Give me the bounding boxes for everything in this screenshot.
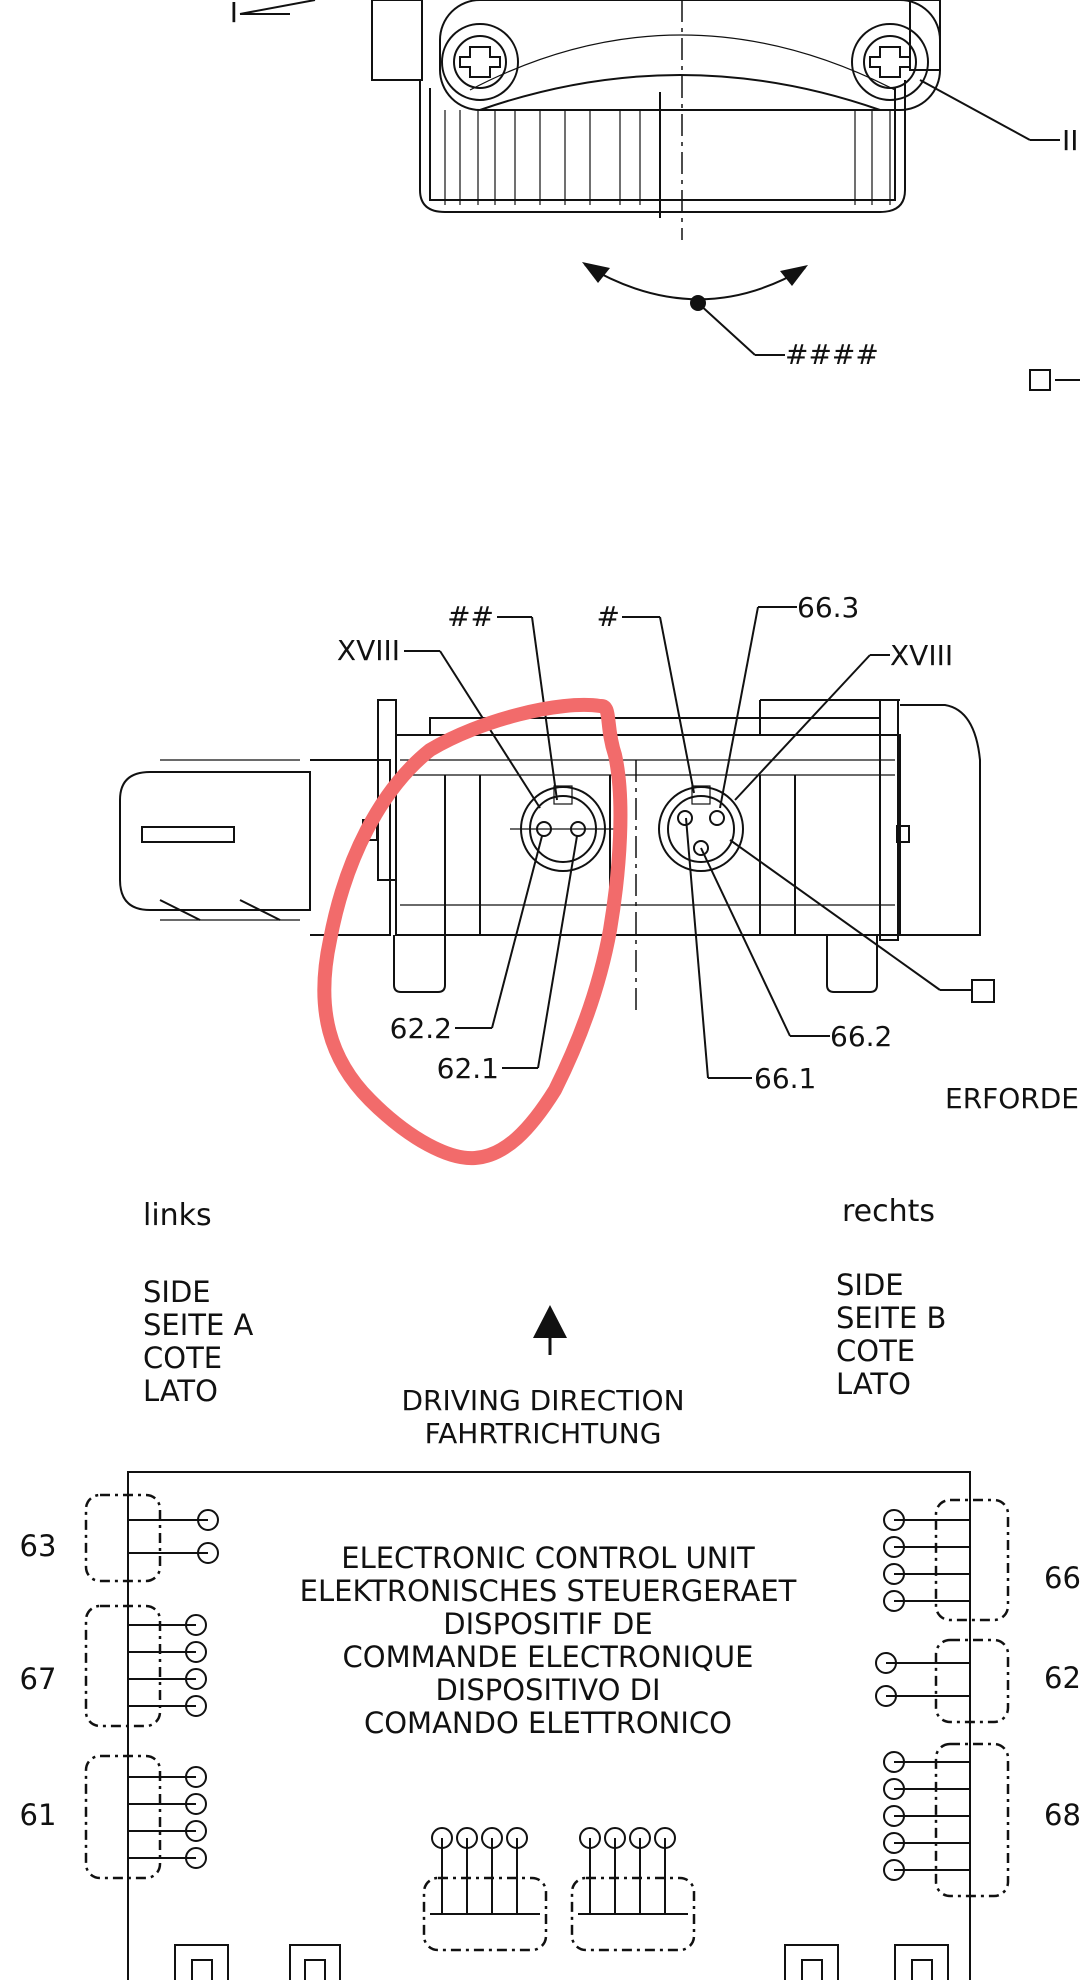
cut-off-text: ERFORDERL: [945, 1082, 1080, 1115]
rotation-arrow-right-icon: [780, 265, 808, 286]
ecu-bottom-tabs: [174, 1944, 949, 1980]
label-ii: II: [1062, 124, 1079, 157]
red-highlight-circle: [317, 697, 628, 1166]
label-xviii-left: XVIII: [337, 634, 400, 667]
square-marker-top: [1029, 369, 1051, 391]
label-rechts: rechts: [842, 1194, 935, 1229]
label-i: I: [230, 0, 238, 29]
connector-67: 67: [20, 1604, 207, 1728]
connector-67-label: 67: [20, 1662, 57, 1696]
label-62-1: 62.1: [437, 1052, 499, 1085]
connector-68: 68: [883, 1742, 1080, 1898]
label-xviii-right: XVIII: [890, 639, 953, 672]
screw-left: [441, 23, 519, 101]
right-side-line-3: COTE: [836, 1334, 915, 1368]
left-side-line-3: COTE: [143, 1341, 222, 1375]
right-side-line-1: SIDE: [836, 1268, 904, 1302]
left-side-line-4: LATO: [143, 1374, 218, 1408]
rotation-label: ####: [785, 338, 879, 371]
right-side-line-4: LATO: [836, 1367, 911, 1401]
ecu-title-line-4: COMMANDE ELECTRONIQUE: [343, 1640, 754, 1674]
top-view: I II: [230, 0, 1080, 391]
square-marker-connector: [971, 979, 995, 1003]
screw-right: [851, 23, 929, 101]
label-66-2: 66.2: [830, 1020, 892, 1053]
ecu-title-line-3: DISPOSITIF DE: [443, 1607, 652, 1641]
right-side-line-2: SEITE B: [836, 1301, 946, 1335]
connector-66-label: 66: [1044, 1561, 1080, 1595]
ecu-title-line-2: ELEKTRONISCHES STEUERGERAET: [300, 1574, 797, 1608]
ecu-schematic: ELECTRONIC CONTROL UNIT ELEKTRONISCHES S…: [20, 1471, 1080, 1980]
ecu-title-line-5: DISPOSITIVO DI: [435, 1673, 660, 1707]
direction-line-1: DRIVING DIRECTION: [401, 1384, 684, 1417]
connector-bottom-left: [422, 1827, 548, 1952]
connector-66-socket: [658, 785, 744, 872]
connector-62: 62: [875, 1638, 1080, 1724]
connector-61: 61: [20, 1754, 207, 1880]
flange-right: [879, 699, 899, 941]
label-hash: #: [597, 600, 620, 633]
connector-61-label: 61: [20, 1798, 57, 1832]
rotation-arrow-left-icon: [582, 262, 610, 283]
connector-63: 63: [20, 1493, 219, 1583]
left-side-line-2: SEITE A: [143, 1308, 254, 1342]
label-62-2: 62.2: [390, 1012, 452, 1045]
ecu-title-line-6: COMANDO ELETTRONICO: [364, 1706, 732, 1740]
label-66-1: 66.1: [754, 1062, 816, 1095]
left-side-line-1: SIDE: [143, 1275, 211, 1309]
connector-view: XVIII ## # 66.3 XVIII 62.2 62.1 66.1 66.…: [119, 591, 1080, 1115]
connector-63-label: 63: [20, 1529, 57, 1563]
label-66-3: 66.3: [797, 591, 859, 624]
label-hash-hash: ##: [447, 600, 494, 633]
direction-line-2: FAHRTRICHTUNG: [425, 1417, 662, 1450]
orientation-block: links SIDE SEITE A COTE LATO rechts SIDE…: [143, 1194, 946, 1450]
connector-66: 66: [883, 1498, 1080, 1622]
ecu-title-line-1: ELECTRONIC CONTROL UNIT: [341, 1541, 755, 1575]
connector-bottom-right: [570, 1827, 696, 1952]
connector-68-label: 68: [1044, 1798, 1080, 1832]
label-links: links: [143, 1198, 212, 1233]
connector-62-label: 62: [1044, 1661, 1080, 1695]
connector-62-socket: [510, 785, 616, 872]
driving-direction-arrow-icon: [533, 1305, 567, 1338]
